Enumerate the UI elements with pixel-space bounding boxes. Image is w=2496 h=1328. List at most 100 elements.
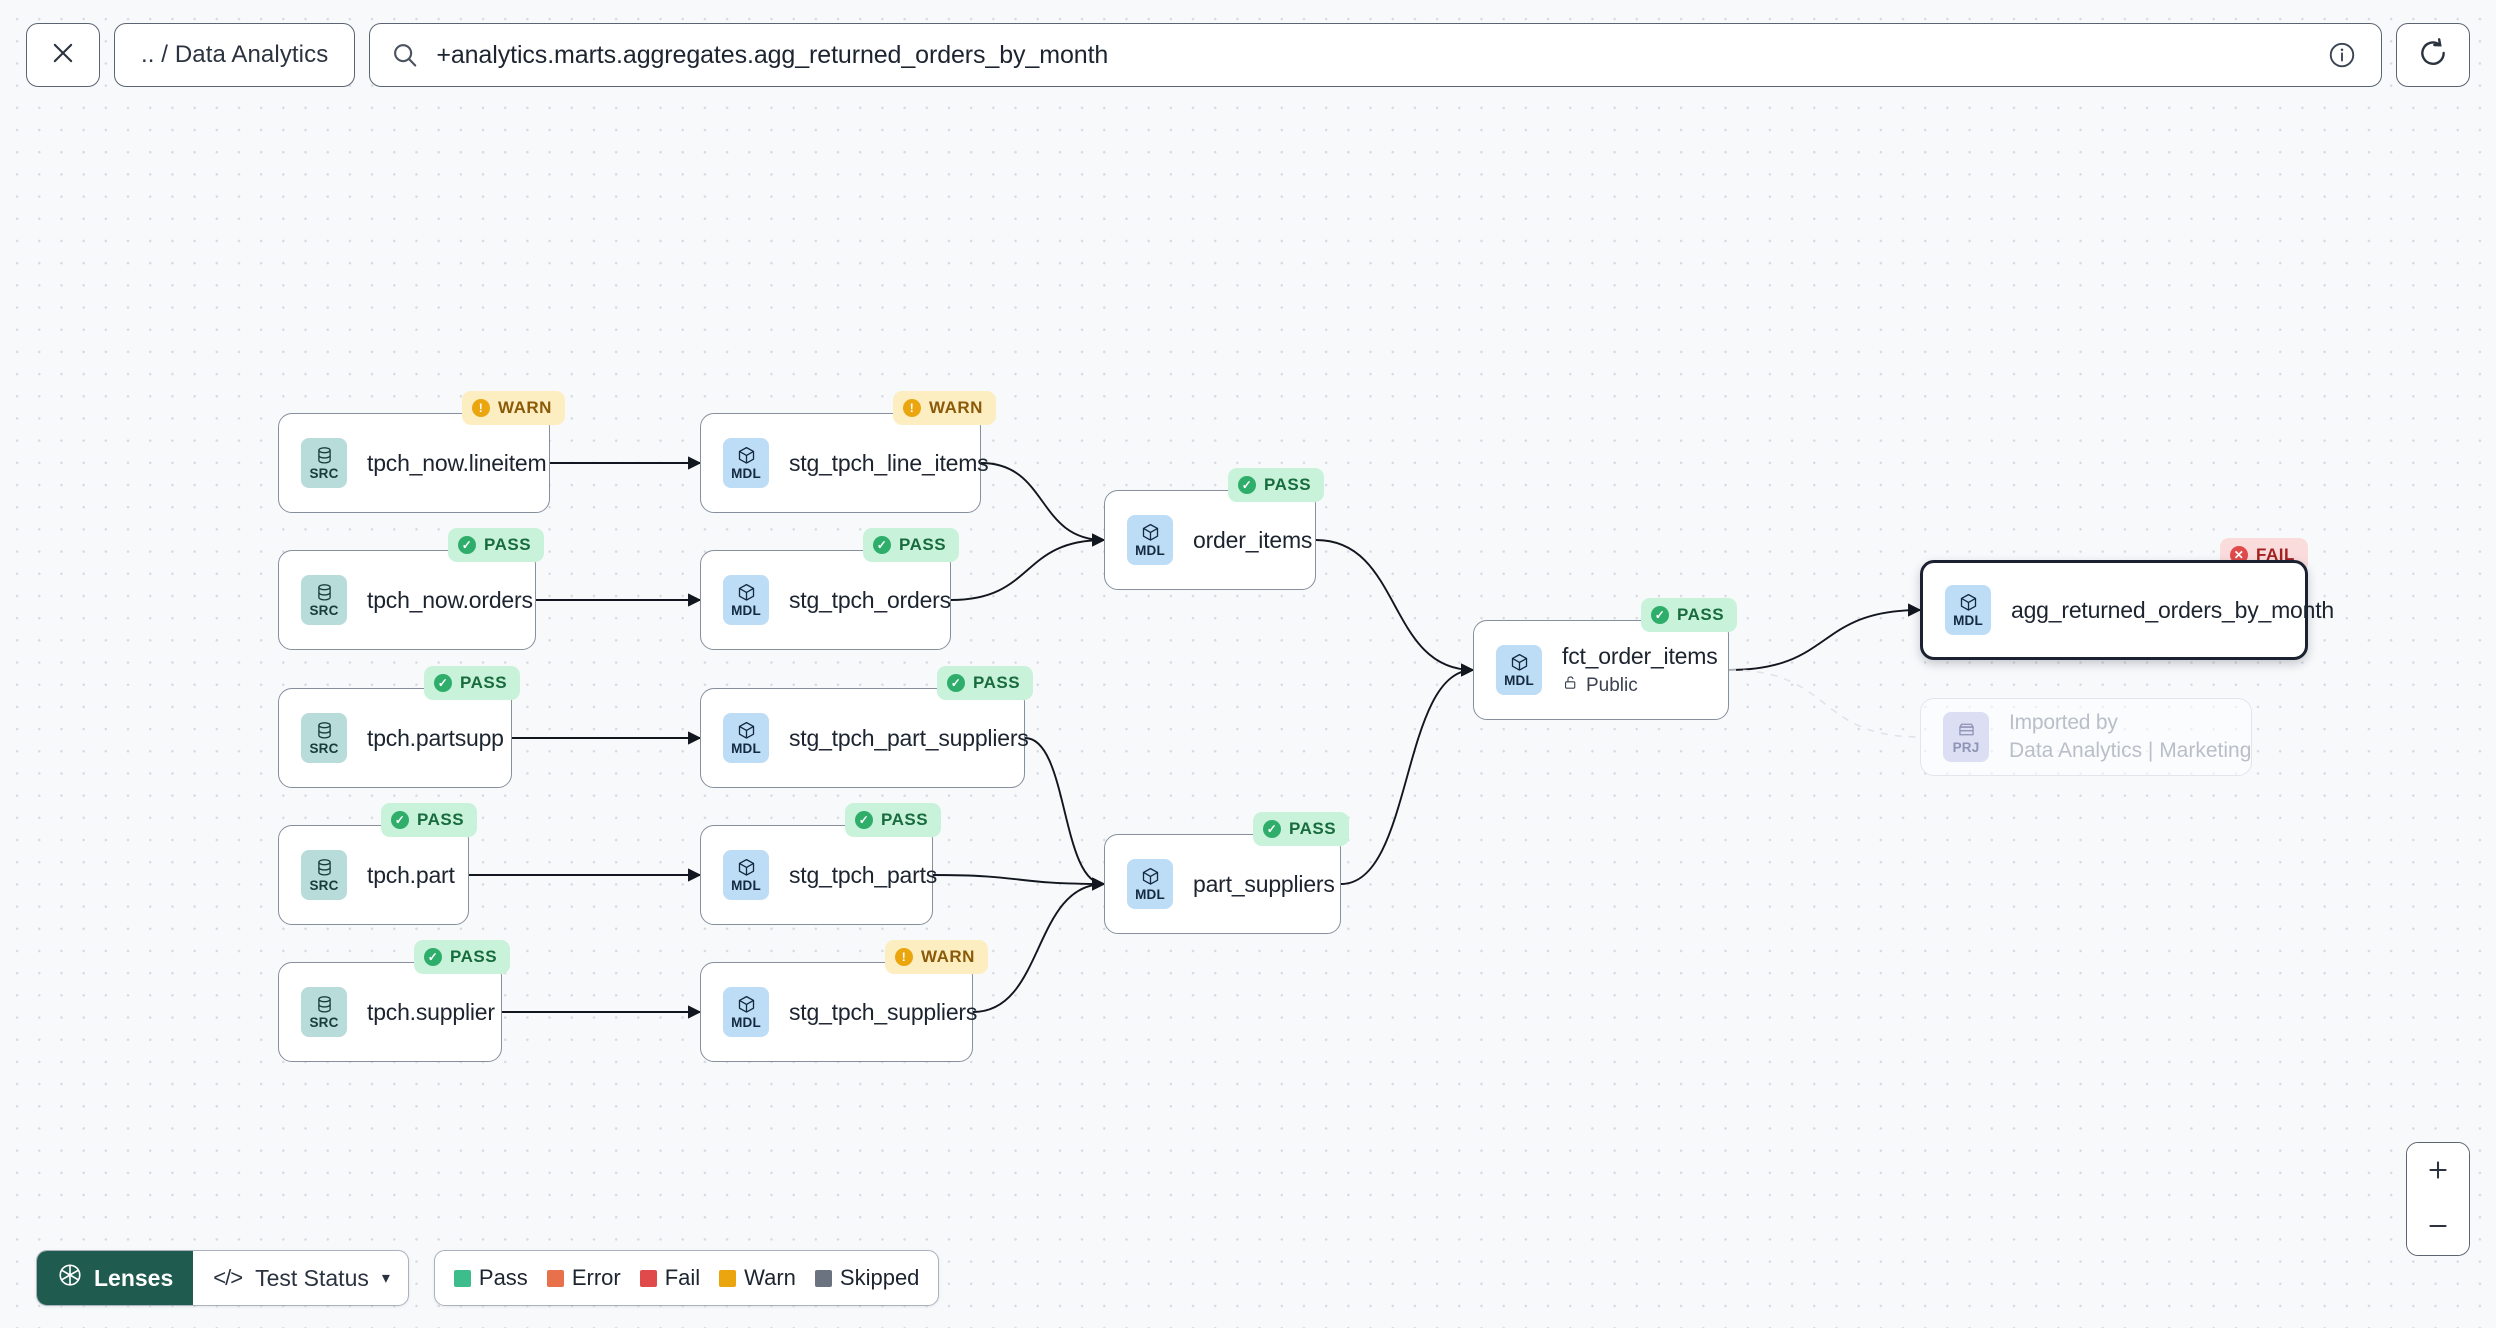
search-field[interactable]: +analytics.marts.aggregates.agg_returned…: [369, 23, 2382, 87]
mdl-node-icon: MDL: [723, 575, 769, 625]
node-labels: tpch_now.orders: [367, 587, 533, 614]
close-button[interactable]: [26, 23, 100, 87]
search-icon: [390, 40, 420, 70]
status-icon: ✓: [434, 674, 452, 692]
node-labels: stg_tpch_part_suppliers: [789, 725, 1029, 752]
mdl-node-icon: MDL: [1496, 645, 1542, 695]
info-icon[interactable]: [2327, 40, 2357, 70]
node-title: tpch_now.orders: [367, 586, 533, 613]
status-label: PASS: [1289, 819, 1337, 838]
mdl-node-icon: MDL: [723, 987, 769, 1037]
lenses-label: Lenses: [94, 1264, 174, 1291]
node-labels: stg_tpch_orders: [789, 586, 951, 614]
node-labels: tpch.supplier: [367, 999, 495, 1026]
node-subtitle-label: Data Analytics | Marketing: [2009, 739, 2252, 762]
legend-item[interactable]: Pass: [453, 1265, 528, 1291]
graph-node[interactable]: MDL stg_tpch_part_suppliers: [700, 688, 1029, 788]
lineage-edge: [1728, 603, 1922, 671]
graph-node[interactable]: MDL stg_tpch_orders: [700, 550, 951, 650]
zoom-controls: [2406, 1142, 2470, 1256]
status-icon: ✓: [947, 674, 965, 692]
status-badge[interactable]: !WARN: [462, 391, 565, 425]
node-title: stg_tpch_orders: [789, 586, 951, 613]
graph-node[interactable]: SRC tpch.partsupp: [278, 688, 512, 788]
src-node-icon: SRC: [301, 987, 347, 1037]
legend-swatch: [453, 1269, 471, 1287]
status-badge[interactable]: ✓PASS: [1228, 468, 1325, 502]
status-badge[interactable]: !WARN: [893, 391, 996, 425]
status-badge[interactable]: ✓ PASS: [1641, 598, 1738, 632]
bottom-toolbar: Lenses </> Test Status ▾ Pass Error Fail Wa…: [36, 1250, 940, 1306]
status-badge[interactable]: ✓PASS: [1253, 812, 1350, 846]
graph-node[interactable]: SRC tpch.supplier: [278, 962, 502, 1062]
node-subtitle: Public: [1562, 674, 1718, 697]
node-title: tpch.part: [367, 861, 455, 888]
graph-node[interactable]: PRJ Imported by Data Analytics | Marketing: [1920, 698, 2252, 776]
refresh-icon: [2417, 37, 2449, 74]
zoom-in-button[interactable]: [2407, 1143, 2469, 1199]
breadcrumb[interactable]: .. / Data Analytics: [114, 23, 356, 87]
legend-label: Warn: [744, 1265, 796, 1290]
status-icon: ✓: [1651, 606, 1669, 624]
status-badge[interactable]: ✓PASS: [937, 666, 1034, 700]
status-badge[interactable]: ✓PASS: [863, 528, 960, 562]
node-labels: stg_tpch_parts: [789, 862, 937, 889]
node-title: Imported by: [2009, 711, 2118, 734]
status-label: PASS: [450, 947, 498, 966]
node-labels: tpch.partsupp: [367, 725, 504, 752]
node-labels: order_items: [1193, 527, 1312, 554]
status-badge[interactable]: ✓PASS: [845, 803, 942, 837]
mdl-node-icon: MDL: [1945, 585, 1991, 635]
lineage-edge: [950, 533, 1106, 601]
unlock-icon: [1562, 674, 1579, 697]
status-icon: !: [895, 948, 913, 966]
legend-item[interactable]: Skipped: [814, 1265, 920, 1291]
status-legend: Pass Error Fail Warn Skipped: [433, 1250, 940, 1306]
search-input-value[interactable]: +analytics.marts.aggregates.agg_returned…: [436, 40, 1109, 69]
status-label: PASS: [881, 810, 929, 829]
legend-item[interactable]: Error: [546, 1265, 621, 1291]
graph-node[interactable]: SRC tpch.part: [278, 825, 469, 925]
zoom-out-button[interactable]: [2407, 1199, 2469, 1255]
status-badge[interactable]: ✓ PASS: [424, 666, 521, 700]
status-badge[interactable]: !WARN: [885, 940, 988, 974]
src-node-icon: SRC: [301, 713, 347, 763]
status-badge[interactable]: ✓PASS: [381, 803, 478, 837]
aperture-icon: [57, 1262, 83, 1294]
legend-item[interactable]: Warn: [719, 1265, 796, 1291]
lineage-edge: [972, 877, 1106, 1013]
test-status-dropdown[interactable]: </> Test Status ▾: [193, 1251, 408, 1305]
node-labels: agg_returned_orders_by_month: [2011, 597, 2334, 624]
prj-node-icon: PRJ: [1943, 712, 1989, 762]
graph-node[interactable]: MDL agg_returned_orders_by_month: [1920, 560, 2334, 660]
lenses-button[interactable]: Lenses: [37, 1251, 194, 1305]
status-icon: ✓: [391, 811, 409, 829]
legend-swatch: [814, 1269, 832, 1287]
status-icon: !: [472, 399, 490, 417]
mdl-node-icon: MDL: [723, 713, 769, 763]
status-label: PASS: [460, 673, 508, 692]
src-node-icon: SRC: [301, 438, 347, 488]
legend-swatch: [546, 1269, 564, 1287]
legend-label: Skipped: [839, 1265, 920, 1290]
mdl-node-icon: MDL: [723, 438, 769, 488]
legend-item[interactable]: Fail: [639, 1265, 700, 1291]
status-badge[interactable]: ✓PASS: [448, 528, 545, 562]
status-label: PASS: [1677, 605, 1725, 624]
node-labels: part_suppliers: [1193, 871, 1335, 898]
refresh-button[interactable]: [2396, 23, 2470, 87]
src-node-icon: SRC: [301, 850, 347, 900]
status-badge[interactable]: ✓PASS: [414, 940, 511, 974]
status-label: PASS: [484, 535, 532, 554]
node-subtitle-label: Public: [1586, 674, 1638, 696]
